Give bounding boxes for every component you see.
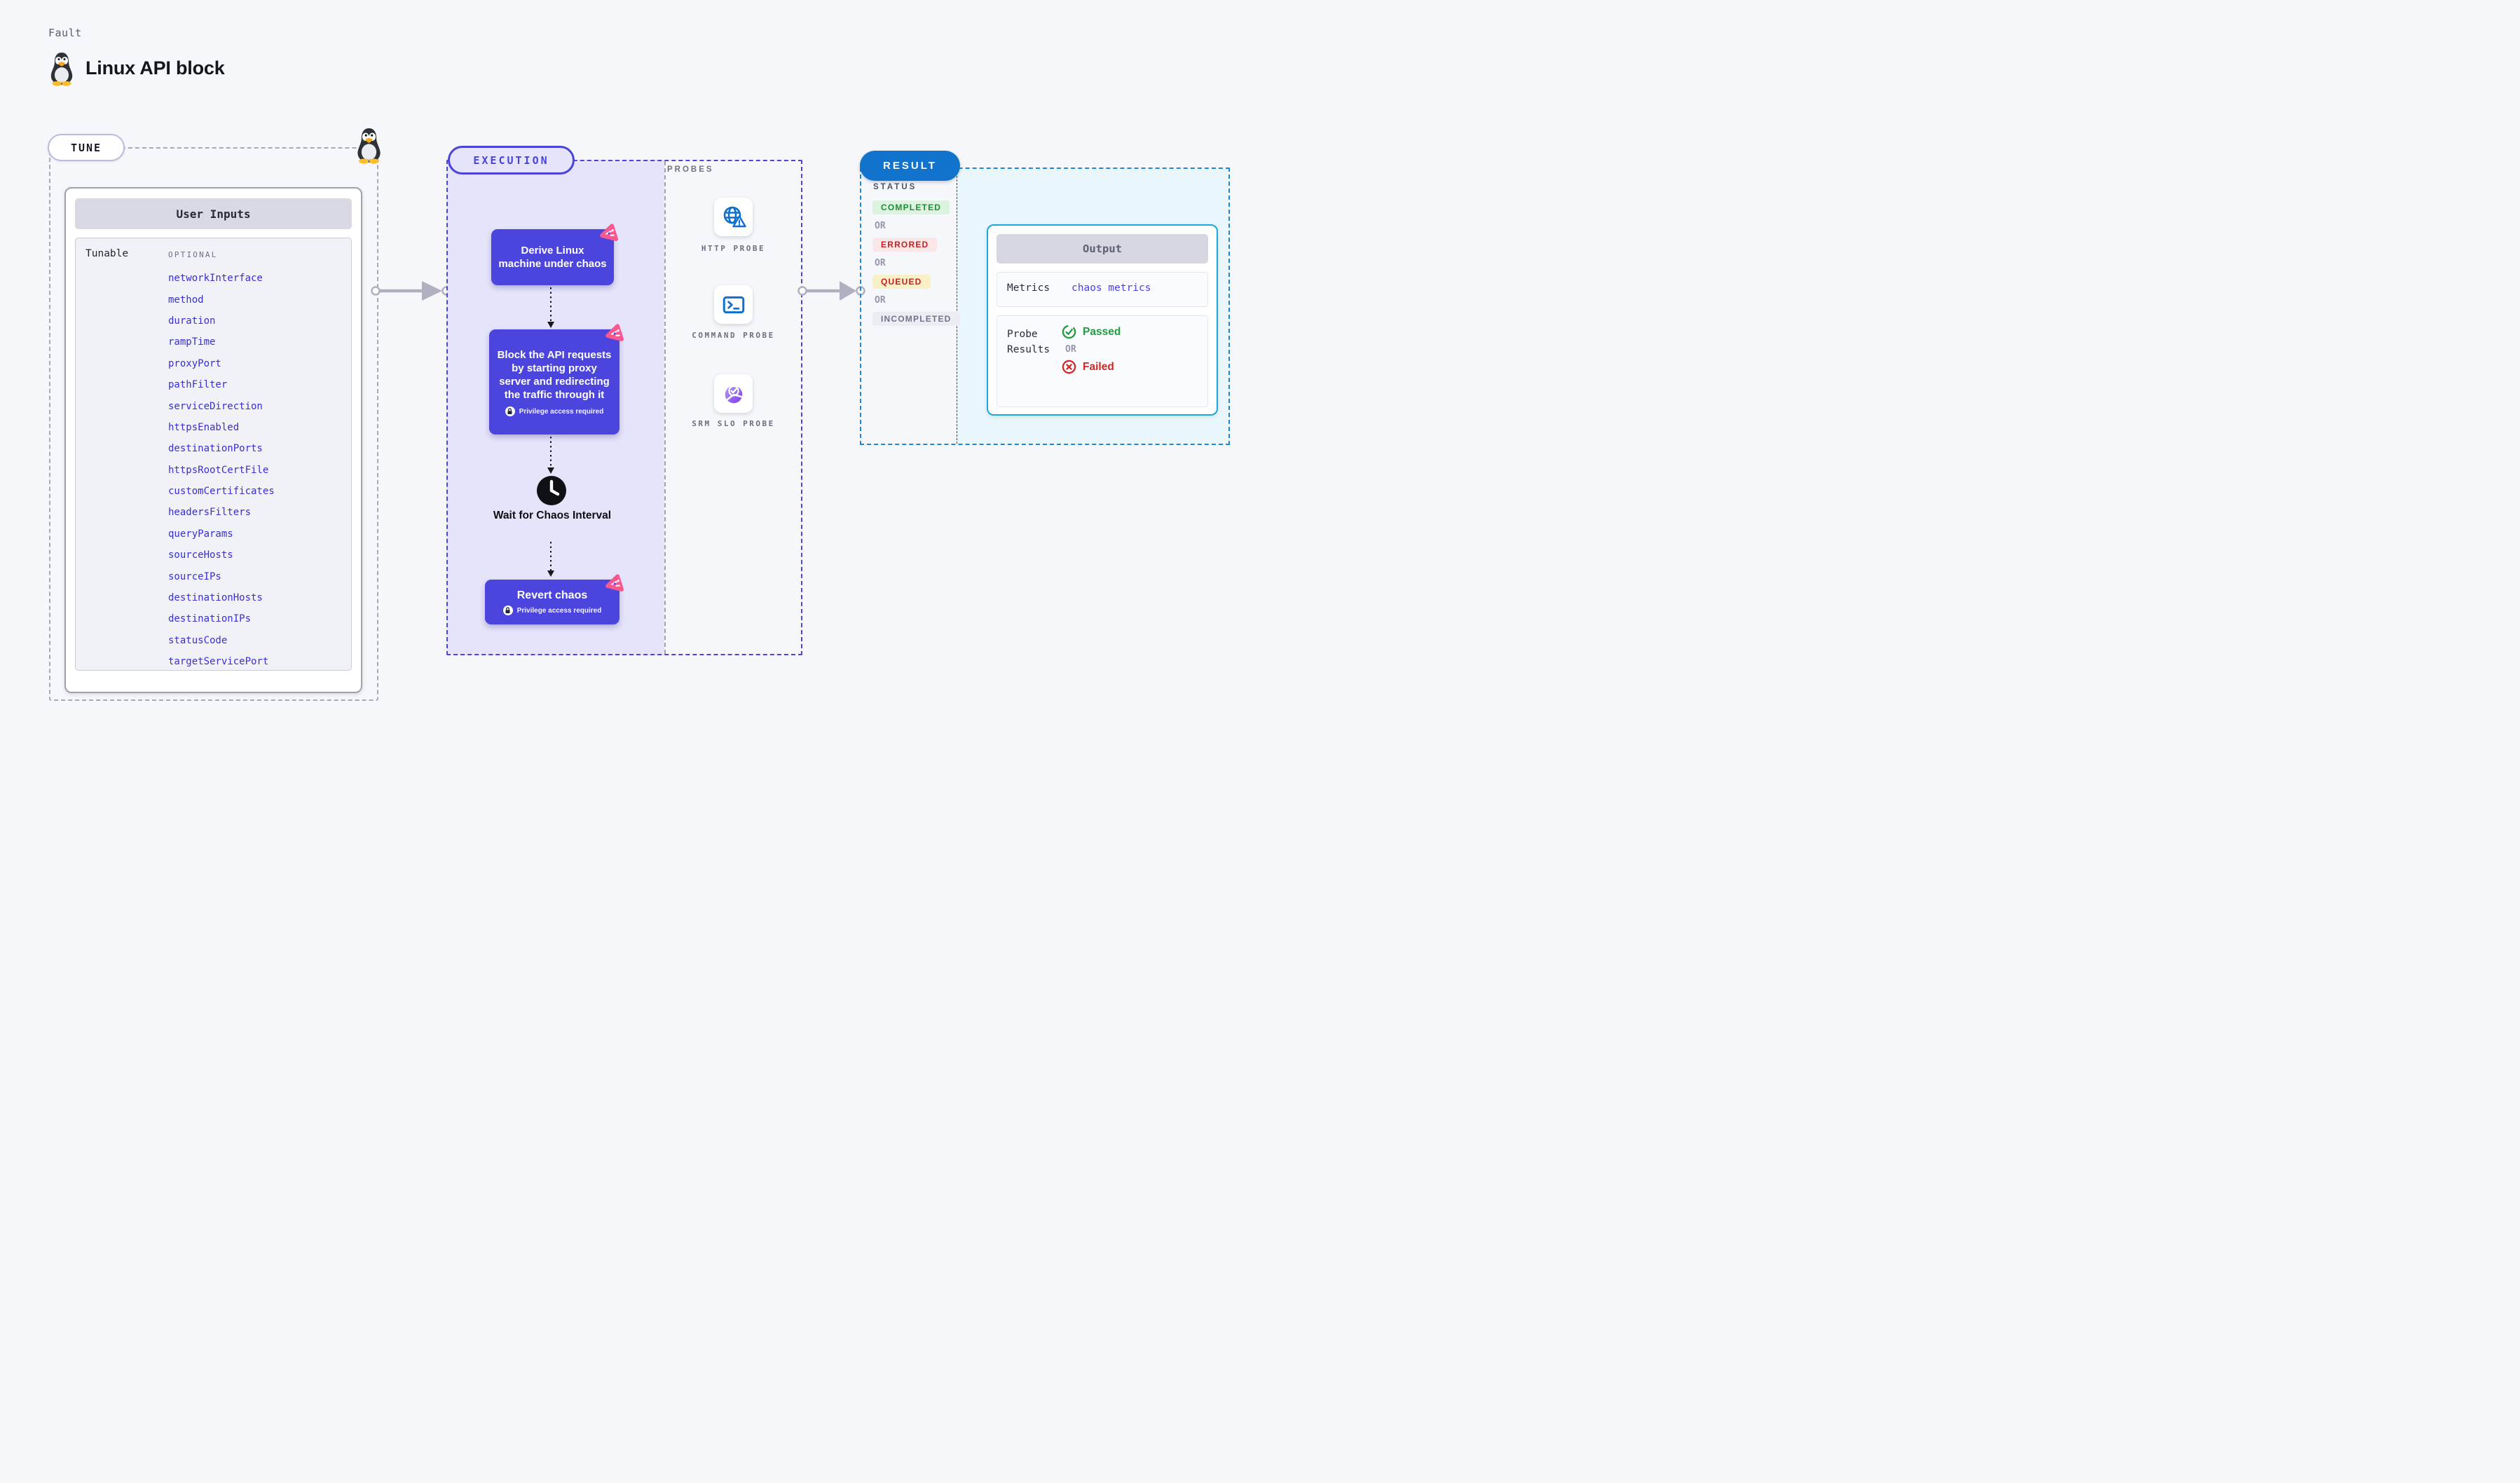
command-probe-card [714,285,753,324]
step-block-api-text: Block the API requests by starting proxy… [497,348,612,402]
param-networkInterface: networkInterface [168,273,263,285]
user-inputs-list-box: Tunable OPTIONAL networkInterface method d… [75,238,352,671]
step-revert-chaos: Revert chaos Privilege access required [485,580,619,624]
fault-eyebrow: Fault [48,27,82,39]
status-badge-incompleted: INCOMPLETED [872,312,960,326]
terminal-icon [723,296,744,313]
optional-column-header: OPTIONAL [168,250,218,259]
param-sourceHosts: sourceHosts [168,549,233,561]
param-queryParams: queryParams [168,528,233,540]
param-serviceDirection: serviceDirection [168,400,263,412]
probes-section-label: PROBES [667,165,714,174]
linux-tux-icon-small [352,128,385,165]
or-label: OR [875,221,886,231]
or-label: OR [875,258,886,268]
metrics-label: Metrics [1007,282,1050,294]
param-headersFilters: headersFilters [168,507,252,519]
connector-wait-revert [547,542,554,577]
status-column-label: STATUS [873,183,917,191]
output-card-header: Output [997,234,1208,264]
connector-step1-step2 [547,287,554,328]
status-list: COMPLETED OR ERRORED OR QUEUED OR INCOMPLETED [872,200,960,326]
param-method: method [168,294,204,306]
user-inputs-header: User Inputs [75,198,352,229]
param-sourceIPs: sourceIPs [168,570,221,582]
or-label: OR [875,295,886,306]
probe-passed-label: Passed [1083,325,1121,338]
globe-alert-icon [723,206,746,227]
tune-to-execution-arrow [371,281,451,301]
status-badge-completed: COMPLETED [872,200,950,214]
param-pathFilter: pathFilter [168,379,228,391]
x-circle-icon [1062,360,1076,374]
param-destinationHosts: destinationHosts [168,592,263,604]
linux-tux-icon [46,52,77,87]
srm-slo-probe-label: SRM SLO PROBE [692,419,775,428]
privilege-badge: Privilege access required [502,606,602,616]
wait-chaos-interval-label: Wait for Chaos Interval [493,510,612,521]
slo-donut-icon [725,385,743,403]
param-httpsRootCertFile: httpsRootCertFile [168,464,269,476]
step-derive-machine: Derive Linux machine under chaos [491,229,614,285]
connector-step2-wait [547,437,554,474]
execution-probes-divider [664,161,666,654]
check-circle-icon [1062,324,1076,339]
probe-results-values: Passed OR Failed [1062,324,1121,374]
or-label: OR [1065,344,1076,355]
result-section-pill: RESULT [860,151,960,181]
privilege-badge: Privilege access required [505,406,604,417]
http-probe-label: HTTP PROBE [701,244,766,253]
param-httpsEnabled: httpsEnabled [168,421,240,433]
probe-failed-label: Failed [1083,360,1114,373]
step-revert-chaos-text: Revert chaos [516,589,588,601]
page-title: Linux API block [85,57,225,78]
param-proxyPort: proxyPort [168,357,221,369]
http-probe-card [714,198,753,236]
output-card: Output Metrics chaos metrics Probe Resul… [987,224,1218,416]
status-badge-errored: ERRORED [872,238,938,252]
probe-results-label: Probe Results [1007,329,1050,355]
param-targetServicePort: targetServicePort [168,656,269,668]
privilege-badge-label: Privilege access required [519,407,604,416]
tunable-row-label: Tunable [85,248,129,259]
param-destinationIPs: destinationIPs [168,613,252,625]
tune-section-outline [49,147,378,701]
user-inputs-card: User Inputs Tunable OPTIONAL networkInte… [64,187,362,693]
param-rampTime: rampTime [168,336,216,348]
lock-icon [502,606,513,616]
param-statusCode: statusCode [168,634,228,646]
fault-diagram: Fault Linux API block TUNE User Inputs T… [0,0,1260,742]
execution-section-pill: EXECUTION [448,146,575,175]
srm-slo-probe-card [714,374,753,413]
probe-failed-row: Failed [1062,360,1114,374]
probe-passed-row: Passed [1062,324,1121,339]
clock-icon [537,476,566,505]
lock-icon [505,406,515,417]
command-probe-label: COMMAND PROBE [692,331,775,340]
param-destinationPorts: destinationPorts [168,443,263,455]
tune-section-pill: TUNE [48,134,125,161]
execution-to-result-arrow [797,281,865,301]
step-block-api: Block the API requests by starting proxy… [489,329,619,435]
tunable-param-list: networkInterface method duration rampTime pr… [168,268,345,672]
step-derive-machine-text: Derive Linux machine under chaos [498,244,607,270]
param-customCertificates: customCertificates [168,486,275,498]
param-duration: duration [168,315,216,327]
status-badge-queued: QUEUED [872,275,931,289]
privilege-badge-label: Privilege access required [516,606,602,615]
metrics-row: Metrics chaos metrics [997,272,1208,307]
probe-results-row: Probe Results Passed OR Faile [997,315,1208,407]
metrics-value: chaos metrics [1071,282,1151,294]
